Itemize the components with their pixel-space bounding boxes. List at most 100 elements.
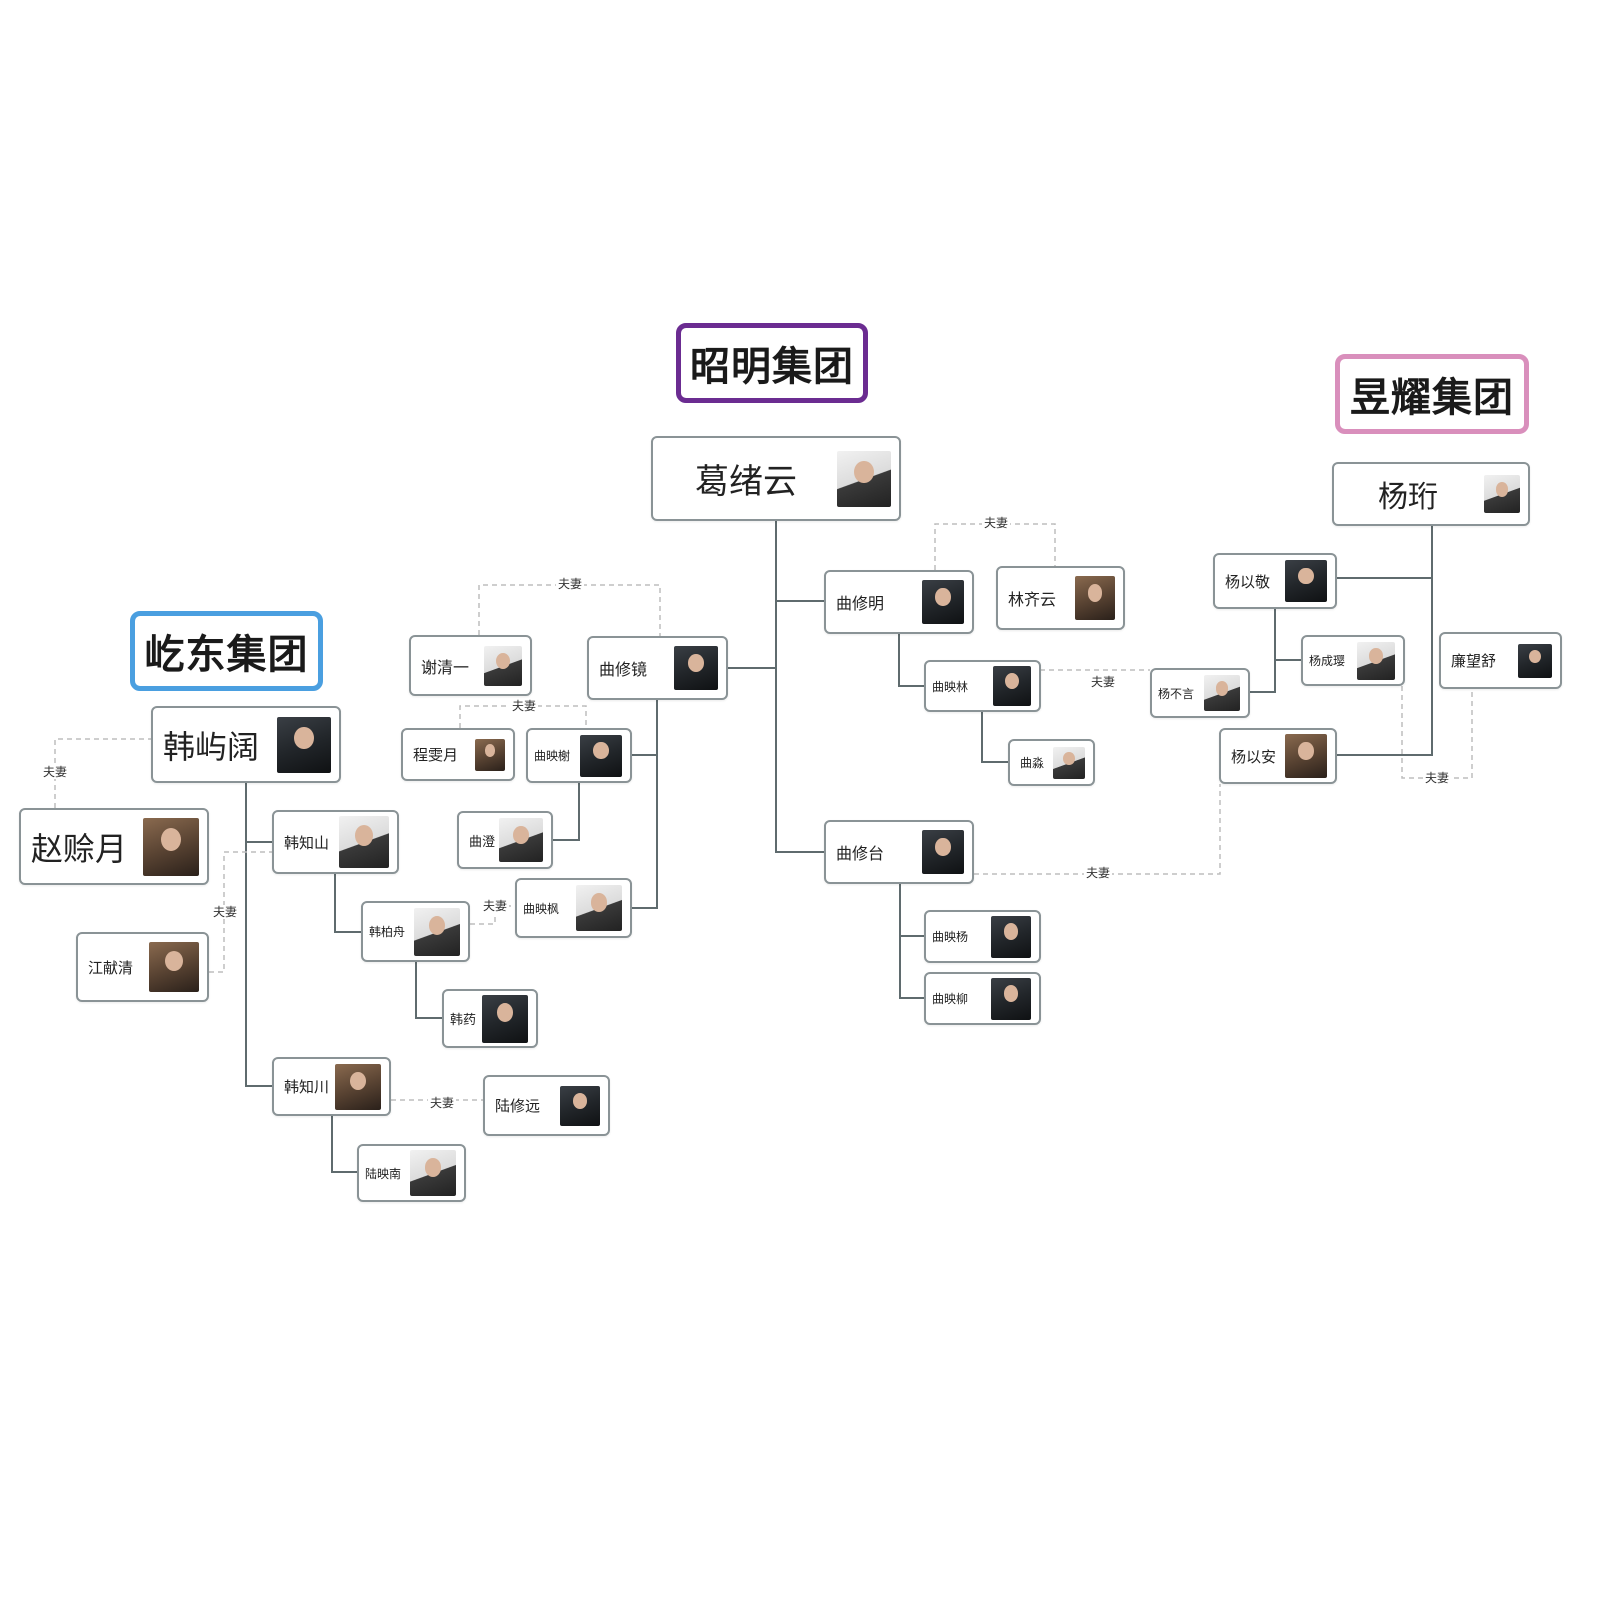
person-name: 韩屿阔 [163, 727, 260, 766]
portrait-image [922, 580, 964, 624]
person-name: 廉望舒 [1451, 652, 1497, 670]
person-name: 韩知山 [284, 833, 330, 852]
person-name: 韩药 [450, 1013, 477, 1028]
node-ge-xuyun[interactable]: 葛绪云 [651, 436, 901, 521]
person-name: 韩柏舟 [369, 925, 406, 939]
portrait-image [414, 907, 460, 956]
portrait-image [1075, 576, 1115, 620]
portrait-image [837, 450, 891, 507]
node-lian-wangshu[interactable]: 廉望舒 [1439, 632, 1562, 689]
portrait-image [1518, 643, 1552, 678]
spouse-label: 夫妻 [982, 516, 1011, 530]
portrait-image [475, 738, 505, 771]
portrait-image [1053, 746, 1085, 779]
person-name: 谢清一 [421, 657, 470, 677]
portrait-image [484, 645, 522, 686]
node-qu-yinglin[interactable]: 曲映林 [924, 660, 1041, 712]
portrait-image [1285, 734, 1327, 778]
node-lu-xiuyuan[interactable]: 陆修远 [483, 1075, 610, 1136]
portrait-image [482, 994, 528, 1043]
person-name: 赵赊月 [31, 829, 128, 868]
node-qu-xiutai[interactable]: 曲修台 [824, 820, 974, 884]
person-name: 林齐云 [1008, 590, 1057, 609]
spouse-label: 夫妻 [510, 699, 539, 713]
portrait-image [1357, 641, 1395, 680]
spouse-label: 夫妻 [1084, 866, 1113, 880]
node-cheng-wenyue[interactable]: 程雯月 [401, 728, 515, 781]
person-name: 杨不言 [1158, 686, 1195, 701]
node-yang-buyan[interactable]: 杨不言 [1150, 668, 1250, 718]
node-han-yao[interactable]: 韩药 [442, 989, 538, 1048]
portrait-image [922, 830, 964, 874]
node-qu-miao[interactable]: 曲淼 [1008, 739, 1095, 786]
person-name: 曲修镜 [599, 660, 648, 679]
portrait-image [339, 816, 389, 868]
node-qu-xiuming[interactable]: 曲修明 [824, 570, 974, 634]
person-name: 曲映柳 [932, 992, 969, 1006]
portrait-image [576, 885, 622, 931]
person-name: 曲映杨 [932, 930, 969, 944]
person-name: 曲映林 [932, 679, 969, 694]
node-qu-yingyang[interactable]: 曲映杨 [924, 910, 1041, 963]
spouse-label: 夫妻 [211, 905, 240, 919]
portrait-image [580, 734, 622, 777]
person-name: 陆映南 [365, 1166, 402, 1181]
group-yiyao: 昱耀集团 [1335, 354, 1529, 434]
node-xie-qingyi[interactable]: 谢清一 [409, 635, 532, 696]
node-lin-qiyun[interactable]: 林齐云 [996, 566, 1125, 630]
spouse-label: 夫妻 [428, 1096, 457, 1110]
portrait-image [1285, 560, 1327, 602]
portrait-image [149, 942, 199, 992]
node-qu-cheng[interactable]: 曲澄 [457, 811, 553, 869]
node-qu-xiujing[interactable]: 曲修镜 [587, 636, 728, 700]
group-yudong: 屹东集团 [130, 611, 323, 691]
node-yang-chengying[interactable]: 杨成璎 [1301, 635, 1405, 686]
portrait-image [1484, 475, 1520, 513]
person-name: 韩知川 [284, 1078, 330, 1096]
person-name: 曲修明 [836, 594, 885, 613]
spouse-label: 夫妻 [1423, 771, 1452, 785]
node-qu-yingshu[interactable]: 曲映榭 [526, 728, 632, 783]
person-name: 杨以安 [1231, 747, 1277, 766]
person-name: 杨成璎 [1309, 654, 1346, 668]
person-name: 葛绪云 [695, 462, 797, 502]
node-qu-yingfeng[interactable]: 曲映枫 [515, 878, 632, 938]
portrait-image [410, 1150, 456, 1196]
tree-lines [245, 520, 1433, 1173]
node-zhao-yueyue[interactable]: 赵赊月 [19, 808, 209, 885]
portrait-image [674, 646, 718, 690]
portrait-image [277, 716, 331, 773]
node-yang-yijing[interactable]: 杨以敬 [1213, 553, 1337, 609]
spouse-label: 夫妻 [556, 577, 585, 591]
person-name: 杨以敬 [1225, 572, 1271, 591]
node-yang-yian[interactable]: 杨以安 [1219, 728, 1337, 784]
person-name: 曲淼 [1020, 756, 1045, 770]
person-name: 杨珩 [1378, 480, 1438, 515]
portrait-image [560, 1085, 600, 1126]
person-name: 曲澄 [469, 834, 496, 850]
group-zhaoming: 昭明集团 [676, 323, 868, 403]
node-han-yukuo[interactable]: 韩屿阔 [151, 706, 341, 783]
person-name: 江献清 [88, 958, 134, 977]
person-name: 曲映枫 [523, 901, 560, 916]
portrait-image [499, 818, 543, 862]
node-yang-heng[interactable]: 杨珩 [1332, 462, 1530, 526]
node-han-zhishan[interactable]: 韩知山 [272, 810, 399, 874]
person-name: 曲修台 [836, 844, 885, 863]
person-name: 程雯月 [413, 746, 459, 764]
node-han-zhichuan[interactable]: 韩知川 [272, 1057, 391, 1116]
person-name: 陆修远 [495, 1097, 541, 1115]
portrait-image [335, 1063, 381, 1110]
node-lu-yingnan[interactable]: 陆映南 [357, 1144, 466, 1202]
person-name: 曲映榭 [534, 749, 571, 763]
portrait-image [1204, 675, 1240, 711]
spouse-label: 夫妻 [1089, 675, 1118, 689]
node-qu-yingliu[interactable]: 曲映柳 [924, 972, 1041, 1025]
portrait-image [993, 666, 1031, 706]
portrait-image [991, 915, 1031, 958]
spouse-label: 夫妻 [481, 899, 510, 913]
node-han-baizhou[interactable]: 韩柏舟 [361, 901, 470, 962]
spouse-label: 夫妻 [41, 765, 70, 779]
node-jiang-xianqing[interactable]: 江献清 [76, 932, 209, 1002]
